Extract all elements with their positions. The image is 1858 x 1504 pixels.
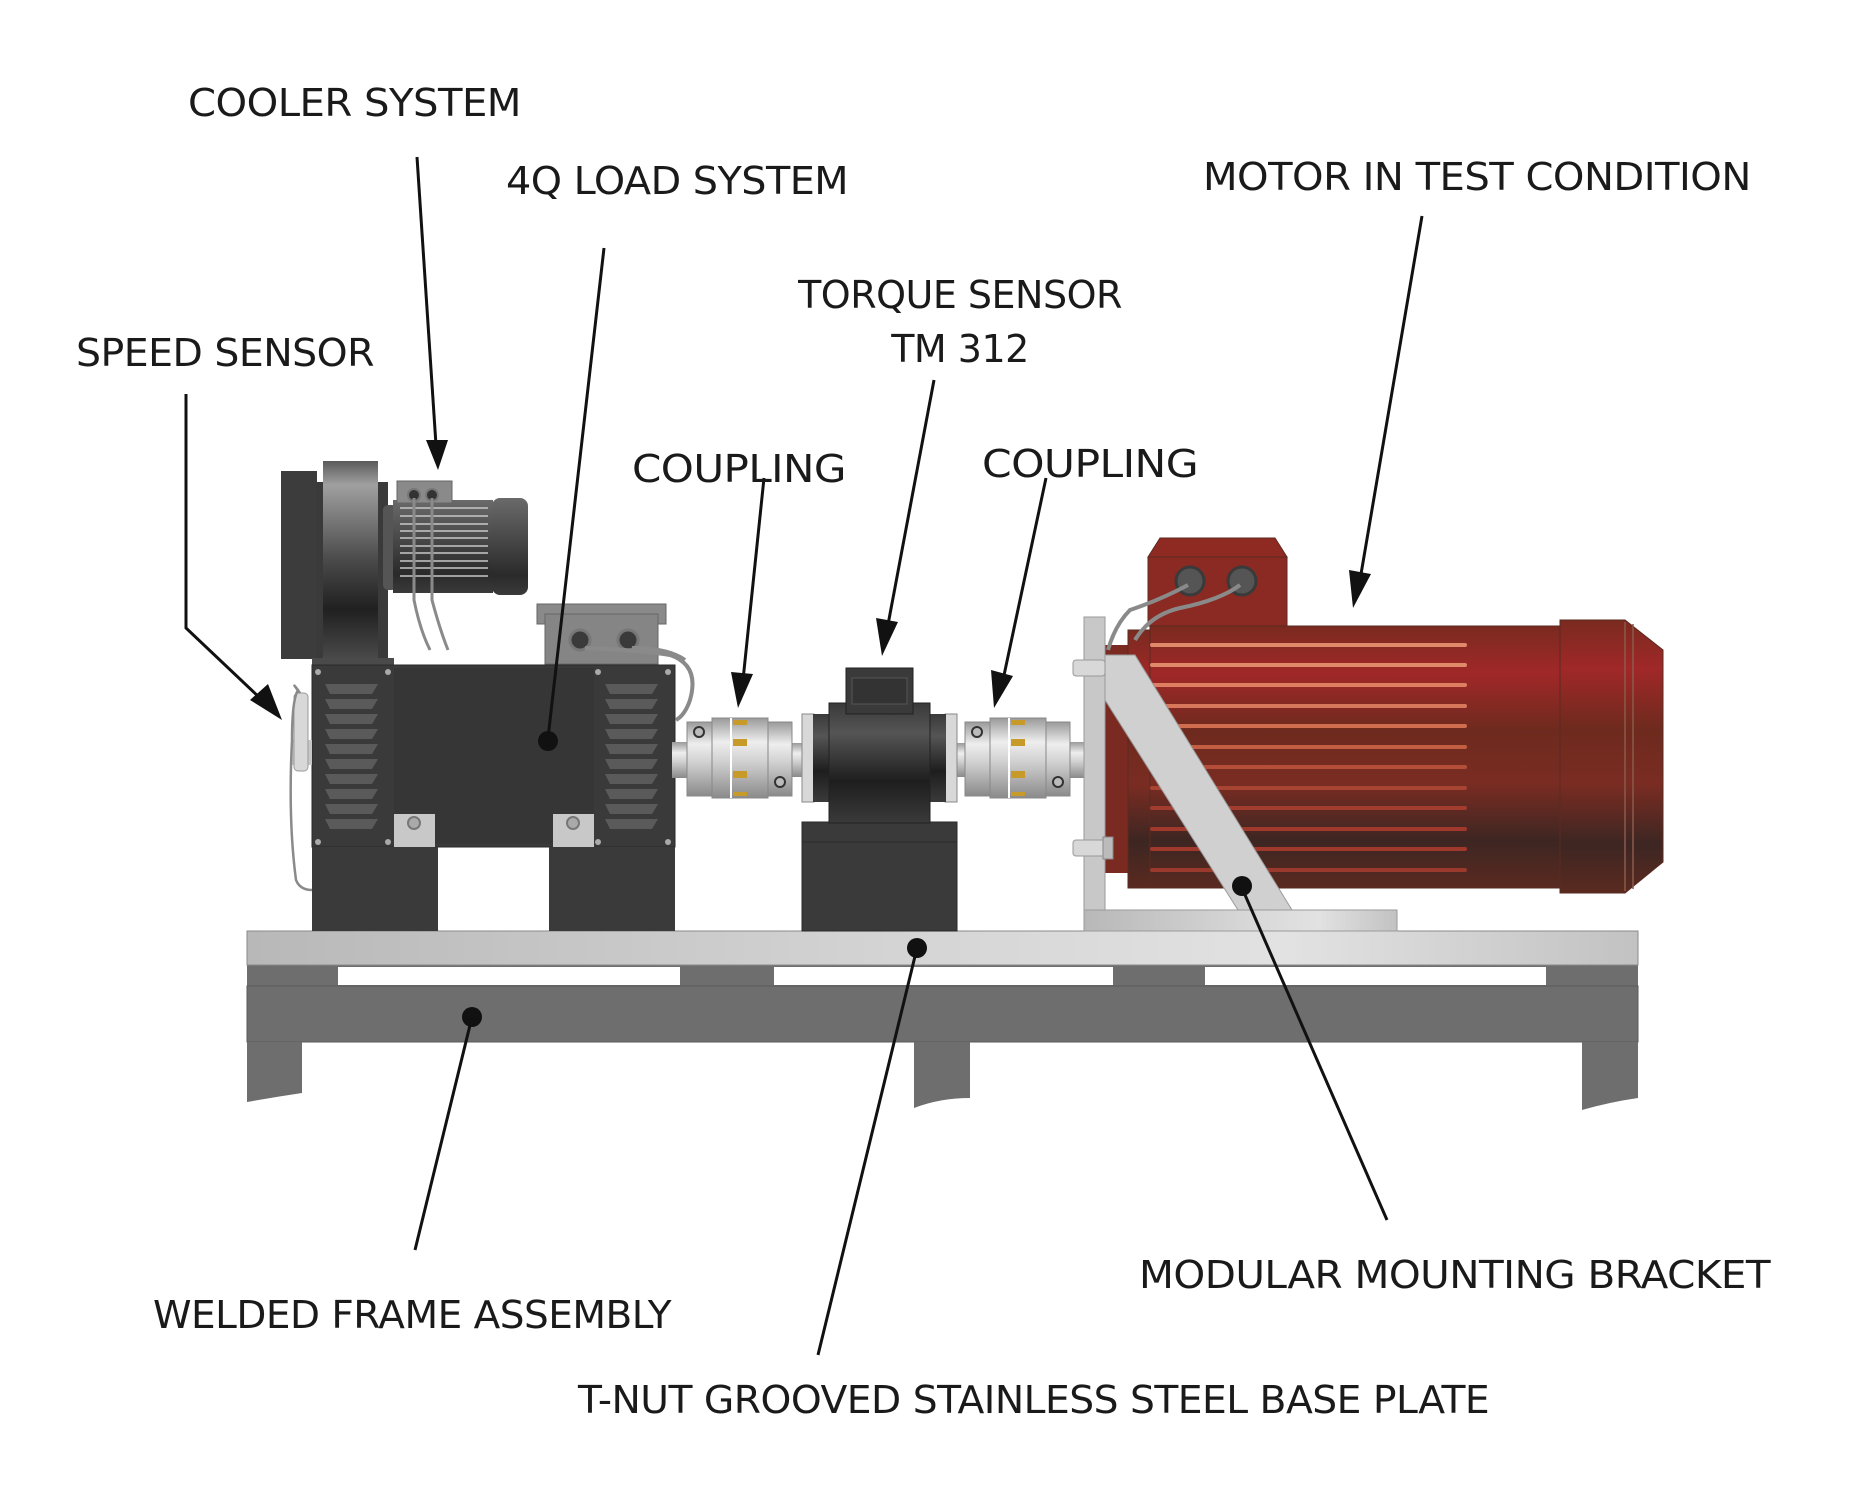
- frame-leg-left: [247, 1042, 302, 1102]
- torque-sensor-flange-left: [801, 713, 815, 803]
- label-cooler-system: COOLER SYSTEM: [188, 81, 521, 125]
- arrowhead-icon: [876, 618, 898, 656]
- base-plate: [246, 930, 1639, 966]
- coupling-jaw: [989, 717, 1047, 799]
- arrowhead-icon: [250, 684, 282, 720]
- leader-coupling-right: [1001, 477, 1048, 681]
- motor-cable: [1106, 583, 1242, 651]
- coupling-spider: [733, 739, 747, 746]
- mounting-bracket: [1072, 616, 1398, 932]
- label-coupling-left: COUPLING: [632, 447, 846, 491]
- set-screw: [971, 726, 983, 738]
- frame-beam: [246, 985, 1639, 1043]
- leader-motor-in-test: [1358, 215, 1424, 581]
- mount-bolt: [407, 816, 421, 830]
- cooler-junction-box: [396, 480, 453, 504]
- coupling-spider: [733, 720, 747, 725]
- arrowhead-icon: [1349, 570, 1371, 608]
- motor-under-test: [1105, 537, 1664, 894]
- frame-gap: [1205, 967, 1546, 985]
- coupling-left: [686, 717, 793, 799]
- label-modular-bracket: MODULAR MOUNTING BRACKET: [1139, 1253, 1771, 1297]
- label-coupling-right: COUPLING: [982, 442, 1199, 486]
- speed-sensor-cable: [289, 684, 313, 892]
- coupling-jaw: [711, 717, 769, 799]
- bracket-foot: [1083, 909, 1398, 932]
- torque-sensor-center-band: [828, 702, 931, 824]
- label-load-system: 4Q LOAD SYSTEM: [506, 159, 849, 203]
- leader-markers: [250, 440, 1371, 1027]
- speed-sensor: [289, 684, 313, 892]
- dot-marker-icon: [1232, 876, 1252, 896]
- leader-cooler-system: [415, 156, 438, 446]
- coupling-spider: [1011, 720, 1025, 725]
- torque-sensor-connector-face: [851, 677, 908, 705]
- label-torque-sensor-model: TM 312: [891, 327, 1029, 371]
- load-cable: [584, 646, 695, 722]
- load-system: [311, 603, 695, 931]
- coupling-right: [964, 717, 1071, 799]
- leader-speed-sensor: [184, 394, 264, 702]
- dot-marker-icon: [907, 938, 927, 958]
- label-torque-sensor-name: TORQUE SENSOR: [798, 273, 1122, 317]
- torque-sensor-flange-right: [944, 713, 958, 803]
- label-welded-frame: WELDED FRAME ASSEMBLY: [153, 1293, 672, 1337]
- torque-sensor-base: [801, 821, 958, 932]
- fan-back-plate: [281, 471, 317, 659]
- bracket-bolt: [1072, 659, 1106, 677]
- arrowhead-icon: [426, 440, 448, 470]
- mount-bolt: [566, 816, 580, 830]
- frame-gap: [774, 967, 1113, 985]
- label-motor-in-test: MOTOR IN TEST CONDITION: [1203, 155, 1751, 199]
- frame-gap: [338, 967, 680, 985]
- leader-load-system: [546, 247, 606, 739]
- coupling-spider: [733, 792, 747, 796]
- set-screw: [693, 726, 705, 738]
- frame-leg-center: [914, 1042, 970, 1108]
- dot-marker-icon: [538, 731, 558, 751]
- motor-terminal-box-lid: [1147, 537, 1288, 558]
- coupling-spider: [1011, 792, 1025, 796]
- load-foot-left: [312, 847, 438, 931]
- leader-torque-sensor: [885, 379, 936, 631]
- motor-terminal-box: [1147, 556, 1288, 627]
- coupling-spider: [733, 771, 747, 778]
- label-torque-sensor: TORQUE SENSOR TM 312: [790, 268, 1130, 376]
- leader-base-plate: [816, 947, 919, 1356]
- panel-screws: [315, 669, 671, 845]
- vent-louvres-right: [605, 684, 658, 829]
- torque-sensor: [801, 667, 958, 932]
- cooler-cable: [412, 498, 450, 651]
- load-machine-top-flange: [312, 658, 394, 666]
- leader-mounting-bracket: [1240, 887, 1389, 1221]
- cable-gland: [568, 628, 592, 652]
- frame-leg-right: [1582, 1042, 1638, 1110]
- arrowhead-icon: [731, 672, 753, 708]
- vent-louvres-left: [325, 684, 378, 829]
- fan-wheel: [323, 461, 378, 659]
- cooler-motor-endcap: [492, 498, 528, 595]
- motor-fan-cover: [1559, 619, 1664, 894]
- coupling-spider: [1011, 739, 1025, 746]
- dot-marker-icon: [462, 1007, 482, 1027]
- leader-welded-frame: [413, 1016, 474, 1251]
- coupling-spider: [1011, 771, 1025, 778]
- load-foot-right: [549, 847, 675, 931]
- label-speed-sensor: SPEED SENSOR: [76, 331, 375, 375]
- leader-coupling-left: [741, 477, 766, 681]
- cooler-system: [281, 461, 528, 660]
- bracket-bolt: [1072, 839, 1106, 857]
- set-screw: [1052, 776, 1064, 788]
- welded-frame: [246, 965, 1639, 1110]
- label-base-plate: T-NUT GROOVED STAINLESS STEEL BASE PLATE: [578, 1378, 1490, 1422]
- speed-sensor-body: [293, 692, 309, 772]
- set-screw: [774, 776, 786, 788]
- bracket-nut: [1102, 836, 1114, 860]
- leader-lines: [184, 156, 1424, 1356]
- shaft-right: [1069, 742, 1087, 778]
- arrowhead-icon: [991, 670, 1013, 708]
